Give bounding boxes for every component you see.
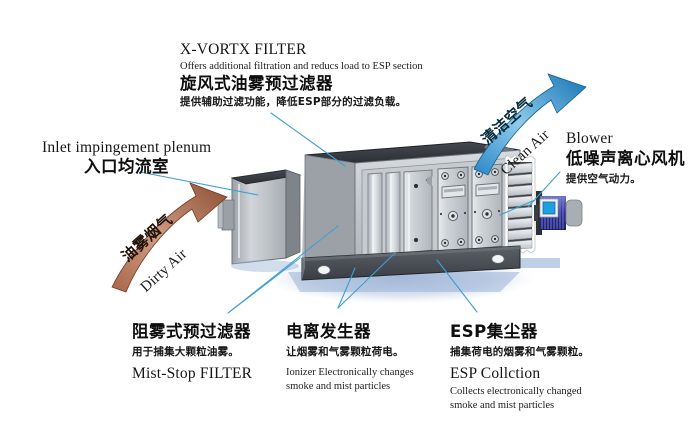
inlet-cn-title: 入口均流室: [84, 157, 169, 176]
esp-cn-desc: 捕集荷电的烟雾和气雾颗粒。: [450, 346, 590, 358]
ionizer-cn-title: 电离发生器: [286, 322, 371, 341]
blower-en-title: Blower: [566, 130, 613, 147]
dirty-air-arrow: [111, 182, 228, 293]
blower-cn-desc: 提供空气动力。: [566, 173, 641, 185]
mist-stop-cn-title: 阻雾式预过滤器: [132, 322, 251, 341]
inlet-en-title: Inlet impingement plenum: [42, 139, 212, 156]
mist-stop-cn-desc: 用于捕集大颗粒油雾。: [132, 346, 239, 358]
esp-cell-modules: [437, 163, 503, 252]
vortx-en-title: X-VORTX FILTER: [180, 41, 307, 58]
esp-cell-module: [471, 163, 503, 250]
vortx-en-desc: Offers additional filtration and reducs …: [180, 61, 423, 72]
esp-en-desc-2: smoke and mist particles: [450, 400, 555, 411]
blower-cn-title: 低噪声离心风机: [566, 149, 685, 168]
vortx-cn-title: 旋风式油雾预过滤器: [180, 74, 333, 93]
esp-cn-title: ESP集尘器: [450, 322, 538, 341]
mist-stop-en-title: Mist-Stop FILTER: [132, 365, 253, 382]
esp-en-desc-1: Collects electronically changed: [450, 386, 582, 397]
esp-en-title: ESP Collction: [450, 365, 541, 382]
vortx-filter-panel: [403, 169, 433, 254]
vortx-cn-desc: 提供辅助过滤功能，降低ESP部分的过滤负载。: [180, 96, 407, 108]
ionizer-en-desc-1: Ionizer Electronically changes: [286, 367, 414, 378]
clean-air-arrow: [473, 73, 587, 176]
ionizer-cn-desc: 让烟雾和气雾颗粒荷电。: [286, 346, 404, 358]
ionizer-en-desc-2: smoke and mist particles: [286, 381, 391, 392]
